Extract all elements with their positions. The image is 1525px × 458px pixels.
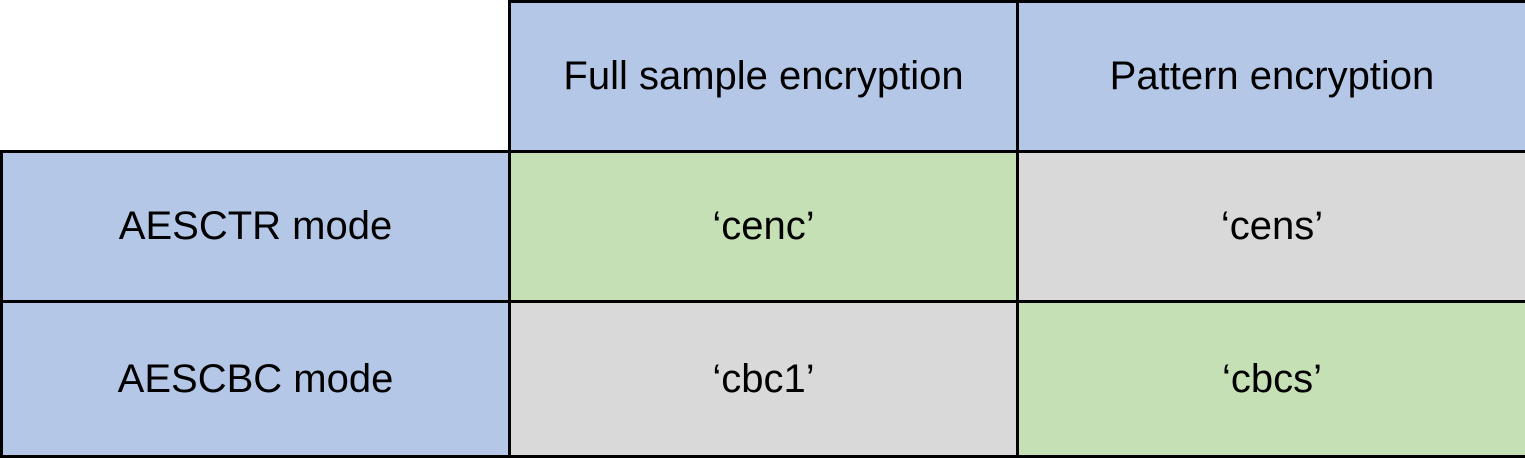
col-header-pattern-encryption: Pattern encryption (1018, 2, 1525, 152)
cell-cbcs: ‘cbcs’ (1018, 302, 1525, 457)
row-header-aescbc-mode: AESCBC mode (2, 302, 510, 457)
cell-cenc: ‘cenc’ (510, 152, 1018, 302)
table-row-aesctr: AESCTR mode ‘cenc’ ‘cens’ (2, 152, 1525, 302)
cell-cbc1: ‘cbc1’ (510, 302, 1018, 457)
col-header-full-sample-encryption: Full sample encryption (510, 2, 1018, 152)
cell-cens: ‘cens’ (1018, 152, 1525, 302)
table-header-row: Full sample encryption Pattern encryptio… (2, 2, 1525, 152)
corner-cell (2, 2, 510, 152)
table-row-aescbc: AESCBC mode ‘cbc1’ ‘cbcs’ (2, 302, 1525, 457)
row-header-aesctr-mode: AESCTR mode (2, 152, 510, 302)
